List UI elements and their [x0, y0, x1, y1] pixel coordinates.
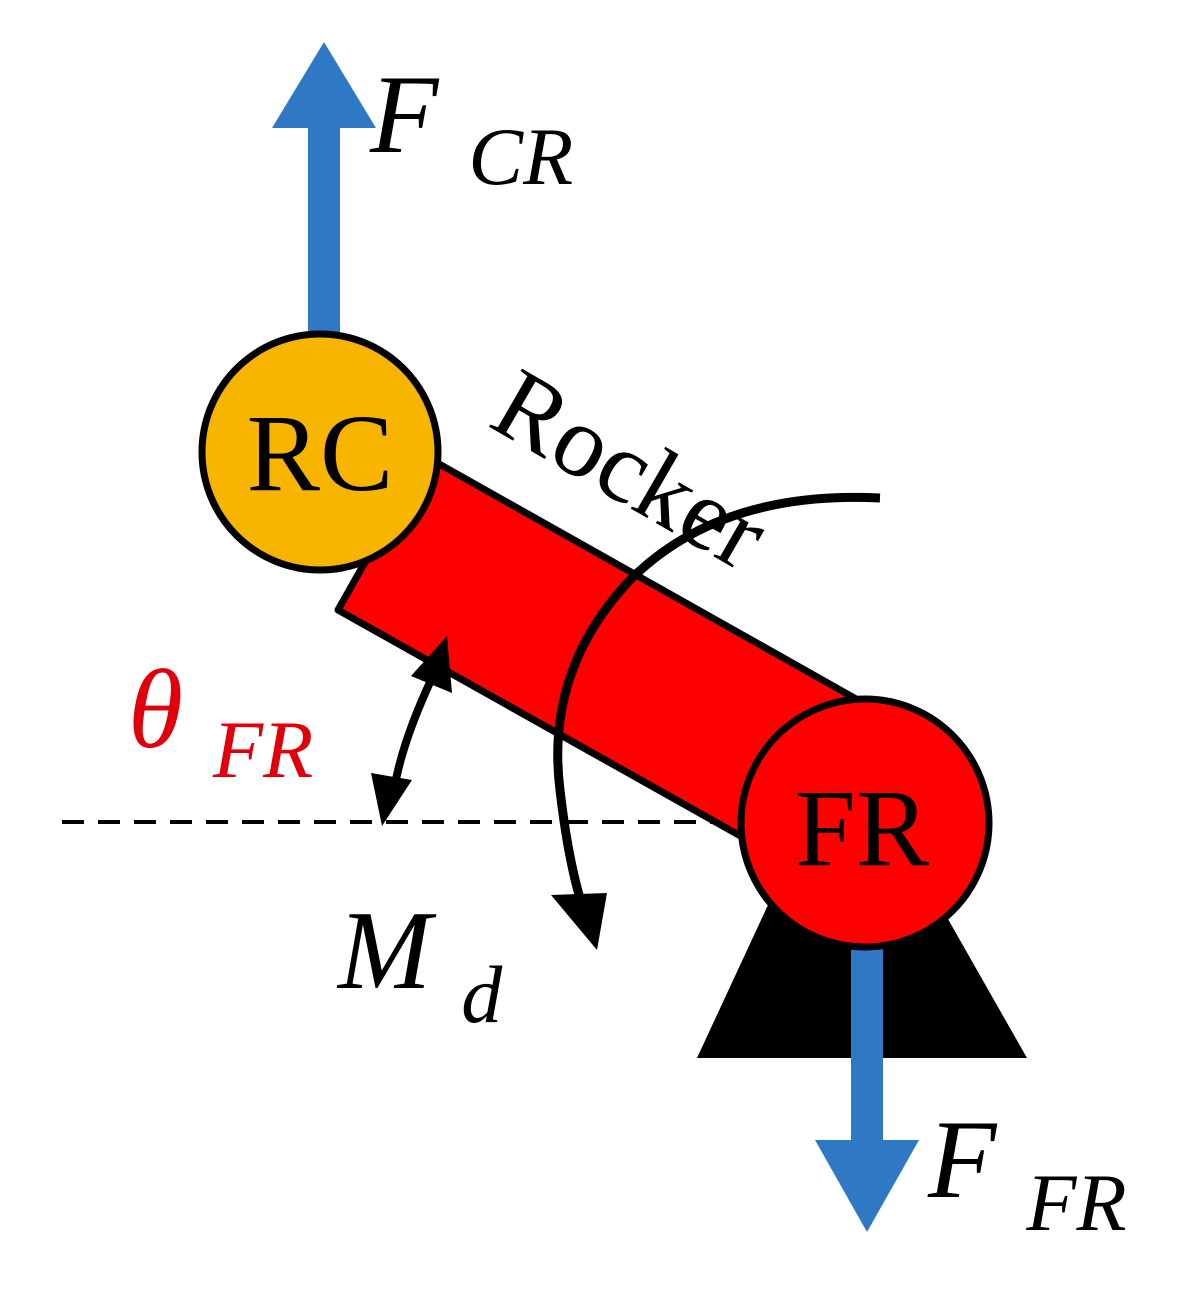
angle-arrow [371, 636, 452, 826]
rc-joint [198, 330, 442, 574]
force-arrow-fr-head [815, 1140, 919, 1232]
force-fr-label-sub: FR [1025, 1157, 1126, 1248]
angle-label: θ FR [128, 648, 313, 795]
force-arrow-fr [815, 940, 919, 1232]
rc-joint-label: RC [247, 392, 394, 514]
force-arrow-cr [272, 42, 376, 348]
angle-label-main: θ [128, 648, 183, 772]
force-arrow-fr-shaft [851, 940, 883, 1150]
moment-label-sub: d [461, 949, 503, 1040]
force-arrow-cr-head [272, 42, 376, 128]
angle-label-sub: FR [212, 704, 313, 795]
force-cr-label-main: F [369, 53, 440, 177]
fr-joint [737, 695, 993, 951]
angle-arrowhead-top [411, 636, 452, 693]
moment-label: M d [336, 889, 503, 1040]
force-fr-label-main: F [927, 1098, 998, 1222]
moment-label-main: M [336, 889, 437, 1013]
moment-arrowhead [551, 893, 607, 950]
fr-joint-label: FR [795, 767, 930, 889]
force-arrow-cr-shaft [308, 118, 340, 348]
moment-arrow [551, 492, 881, 950]
angle-arrowhead-bottom [371, 773, 412, 826]
moment-arc [553, 492, 881, 907]
force-fr-label: F FR [927, 1098, 1127, 1248]
force-cr-label-sub: CR [468, 111, 573, 202]
force-cr-label: F CR [369, 53, 573, 202]
angle-arc [390, 676, 436, 791]
